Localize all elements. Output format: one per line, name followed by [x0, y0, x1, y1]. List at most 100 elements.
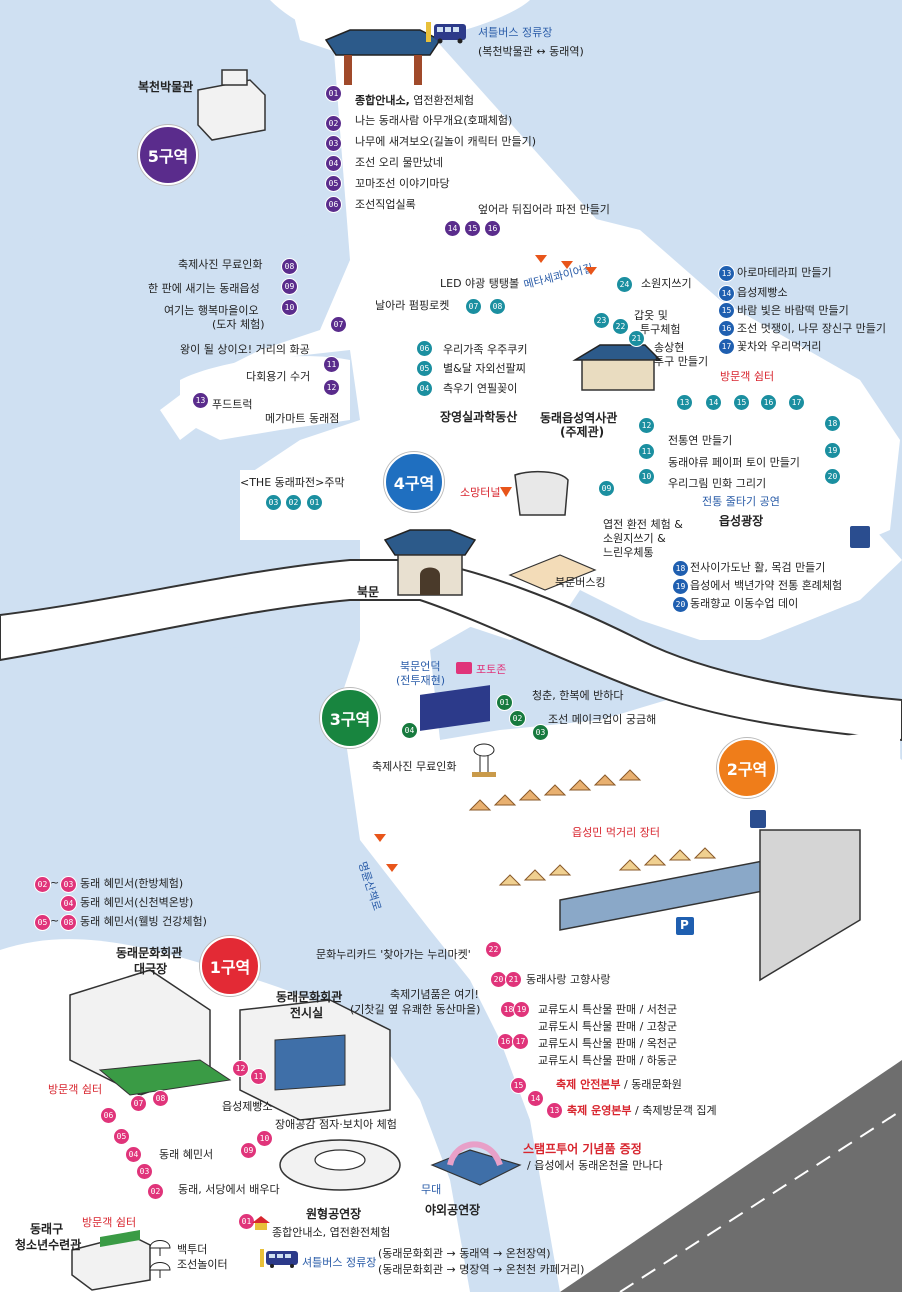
leg-tilde-2: ~ [50, 914, 60, 927]
stage-label: 무대 [421, 1183, 442, 1196]
r-item-15: 바람 빛은 바람떡 만들기 [737, 304, 849, 317]
r-item-17: 꽃차와 우리먹거리 [737, 340, 822, 353]
top-shuttle-title: 셔틀버스 정류장 [478, 26, 553, 39]
z1-num-09: 09 [240, 1142, 257, 1159]
history-hall-label: 동래읍성역사관 [540, 411, 618, 425]
c-item-helmet: 투구체험 [640, 323, 681, 336]
leg-text-2: 동래 혜민서(신천벽온방) [80, 896, 194, 909]
z5-item-04: 조선 오리 물만났네 [355, 156, 443, 169]
outdoor-stage-label: 야외공연장 [425, 1203, 481, 1217]
led-ball-label: LED 야광 탱탱볼 [440, 277, 520, 290]
tav-num-03: 03 [265, 494, 282, 511]
z3-num-02: 02 [509, 710, 526, 727]
parking-icon [676, 917, 694, 935]
z1-num-06: 06 [100, 1107, 117, 1124]
c-num-21: 21 [628, 330, 645, 347]
hometown-label: 동래사랑 고향사랑 [526, 973, 611, 986]
coin-line-1: 엽전 환전 체험 & [603, 518, 683, 531]
science-park-label: 장영실과학동산 [440, 410, 518, 424]
z5-item-03: 나무에 새겨보오(길놀이 캐릭터 만들기) [355, 135, 536, 148]
leg-text-3: 동래 혜민서(웰빙 건강체험) [80, 915, 207, 928]
zone-3-badge: 3구역 [320, 688, 380, 748]
pl-item-11: 동래야류 페이퍼 토이 만들기 [668, 456, 800, 469]
c-item-armor: 갑옷 및 [634, 309, 668, 322]
leg-num-05: 05 [34, 914, 51, 931]
c-num-24: 24 [616, 276, 633, 293]
zone-1-badge: 1구역 [200, 936, 260, 996]
tav-num-01: 01 [306, 494, 323, 511]
c-item-song: 송상현 [654, 341, 685, 354]
special-3: 교류도시 특산물 판매 / 옥천군 [538, 1037, 678, 1050]
leg-num-03: 03 [60, 876, 77, 893]
z2-num-22: 22 [485, 941, 502, 958]
z1-rest-area: 방문객 쉼터 [48, 1083, 103, 1096]
pl-num-11: 11 [638, 443, 655, 460]
led-num-07: 07 [465, 298, 482, 315]
tunnel-label: 소망터널 [460, 486, 501, 499]
z2-num-19: 19 [513, 1001, 530, 1018]
b-item-19: 읍성에서 백년가약 전통 혼례체험 [690, 579, 843, 592]
tent-row-upper [468, 769, 642, 811]
z2-num-21: 21 [505, 971, 522, 988]
l-item-07: 왕이 될 상이오! 거리의 화공 [180, 343, 310, 356]
r-num-17: 17 [718, 338, 735, 355]
l-item-10-sub: (도자 체험) [212, 318, 265, 331]
l-num-13: 13 [192, 392, 209, 409]
r-num-16: 16 [718, 320, 735, 337]
museum-icon [197, 69, 266, 141]
photo-zone-label: 포토존 [476, 663, 507, 676]
p-num-14: 14 [705, 394, 722, 411]
hill-sub: (전투재현) [396, 674, 446, 687]
plaza-name-label: 읍성광장 [719, 514, 764, 528]
sci-item-06: 우리가족 우주쿠키 [443, 343, 528, 356]
z4-rest-area: 방문객 쉼터 [720, 370, 775, 383]
bus-icon [424, 22, 468, 44]
b-num-18: 18 [672, 560, 689, 577]
c-item-24: 소원지쓰기 [641, 277, 692, 290]
l-num-08: 08 [281, 258, 298, 275]
clinic-label: 동래 혜민서 [159, 1148, 214, 1161]
zone-4-badge: 4구역 [384, 452, 444, 512]
umbrella-icon [148, 1236, 172, 1284]
pl-item-10: 우리그림 민화 그리기 [668, 477, 767, 490]
p-num-18: 18 [824, 415, 841, 432]
gallery-name: 동래문화회관 [276, 990, 343, 1004]
p-num-15: 15 [733, 394, 750, 411]
pl-num-10: 10 [638, 468, 655, 485]
l-item-08: 축제사진 무료인화 [178, 258, 263, 271]
z3-num-01: 01 [496, 694, 513, 711]
l-num-12: 12 [323, 379, 340, 396]
house-icon [252, 1215, 270, 1230]
north-gate-label: 북문 [357, 585, 380, 599]
z2-num-17: 17 [512, 1033, 529, 1050]
sci-item-05: 별&달 자외선팔찌 [443, 362, 526, 375]
pl-num-12: 12 [638, 417, 655, 434]
bakery-label: 읍성제빵소 [222, 1100, 273, 1113]
safety-hq: 축제 안전본부 / 동래문화원 [556, 1078, 682, 1091]
z2-num-18: 18 [500, 1001, 517, 1018]
r-num-13: 13 [718, 265, 735, 282]
z1-num-02: 02 [147, 1183, 164, 1200]
p-num-20: 20 [824, 468, 841, 485]
stamp-tour-sub: / 읍성에서 동래온천을 만나다 [527, 1159, 663, 1172]
l-num-09: 09 [281, 278, 298, 295]
busking-stage [508, 554, 597, 591]
z5-item-05: 꼬마조선 이야기마당 [355, 177, 450, 190]
youth-rest-area: 방문객 쉼터 [82, 1216, 137, 1229]
leg-num-04: 04 [60, 895, 77, 912]
l-item-13: 푸드트럭 [212, 398, 253, 411]
z1-num-05: 05 [113, 1128, 130, 1145]
history-hall-sub: (주제관) [560, 425, 605, 439]
z3-item-04: 축제사진 무료인화 [372, 760, 457, 773]
top-shuttle-route: (복천박물관 ↔ 동래역) [478, 45, 584, 58]
l-item-09: 한 판에 새기는 동래읍성 [148, 282, 260, 295]
flip-num-14: 14 [444, 220, 461, 237]
leg-text-1: 동래 혜민서(한방체험) [80, 877, 184, 890]
z5-num-06: 06 [325, 196, 342, 213]
z5-item-01: 종합안내소, 엽전환전체험 [355, 94, 474, 107]
tightrope-label: 전통 줄타기 공연 [702, 495, 780, 508]
youth-name: 동래구 [30, 1222, 64, 1236]
stamp-tour-label: 스탬프투어 기념품 증정 [523, 1142, 642, 1156]
